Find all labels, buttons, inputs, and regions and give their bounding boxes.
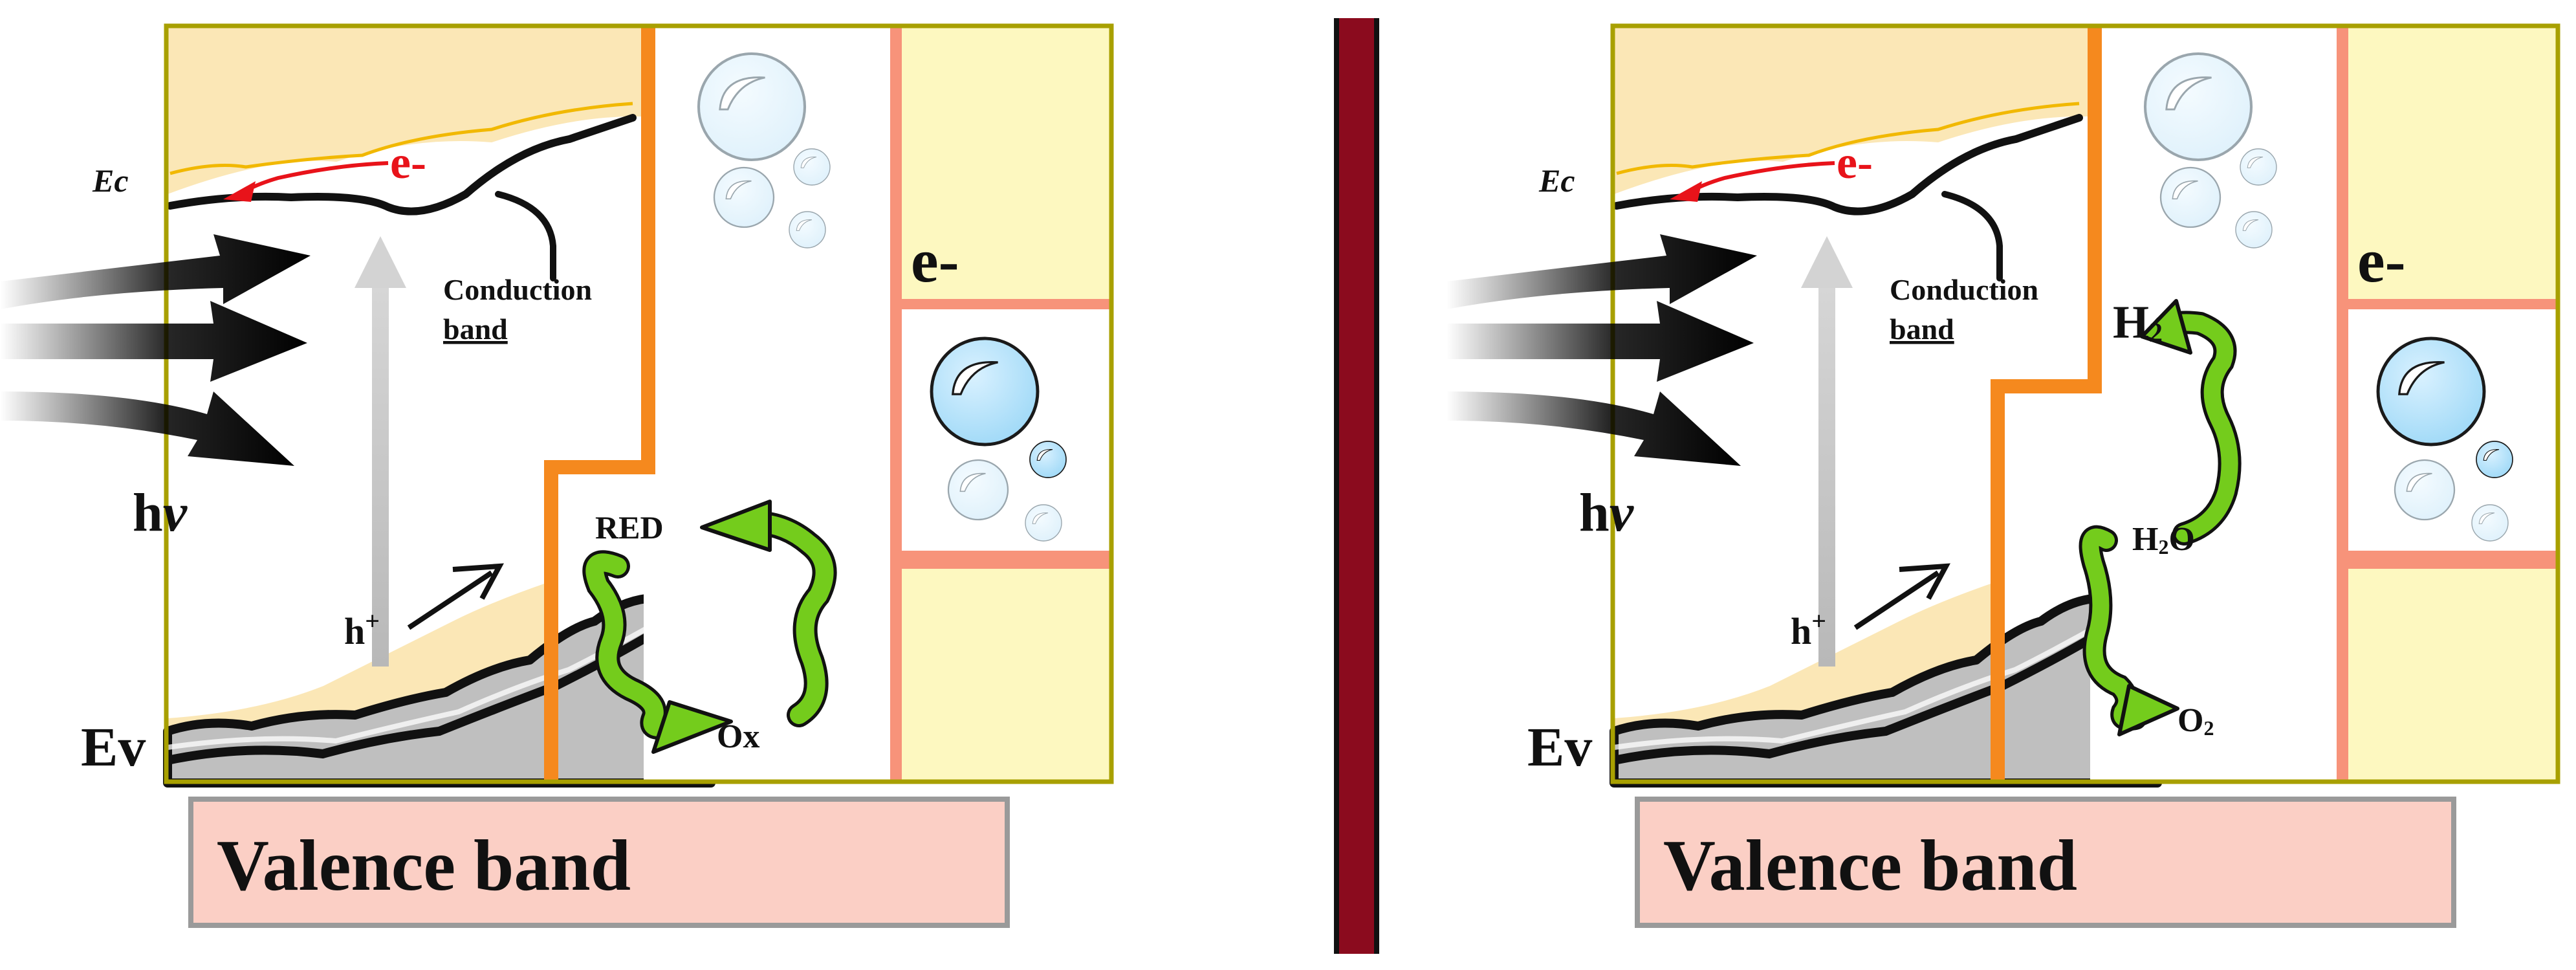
left-hole-arrow xyxy=(407,570,494,630)
left-electron-arrowhead xyxy=(223,181,256,202)
left-counter-bubble-icon xyxy=(1029,441,1067,478)
right-electron-arrowhead xyxy=(1670,181,1702,202)
right-valence-band-label: Valence band xyxy=(1663,826,2077,906)
right-o2-label: O2 xyxy=(2178,702,2214,740)
left-counter-bubble-icon xyxy=(1025,504,1062,542)
right-cb-yellow-line xyxy=(1616,102,2080,175)
right-counter-electron-label: e- xyxy=(2357,226,2406,295)
right-bubble-icon xyxy=(2145,54,2251,160)
left-hv-h: hν xyxy=(133,483,188,543)
left-band-label: band xyxy=(443,313,508,346)
right-valence-band-box xyxy=(1635,797,2456,928)
right-counter-bubble-icon xyxy=(2476,441,2513,478)
left-ox-label: Ox xyxy=(717,718,759,755)
left-red-label: RED xyxy=(595,509,664,546)
right-orange-interface xyxy=(1991,27,2102,780)
right-h2o-label: H2O xyxy=(2132,521,2195,558)
right-bubble-icon xyxy=(2235,211,2273,248)
left-conduction-callout xyxy=(495,191,556,281)
right-counter-bubble-icon xyxy=(2394,459,2456,521)
right-panel: Ec e- Conduction band hν h+ Ev e- H2 H2O… xyxy=(1446,23,2560,928)
left-frame-border xyxy=(164,23,1114,784)
right-h2-label: H2 xyxy=(2113,296,2163,348)
right-counter-bubble-icon xyxy=(2471,504,2509,542)
left-cb-yellow-line xyxy=(169,102,633,175)
left-electron-label: e- xyxy=(390,137,426,188)
left-conduction-label: Conduction xyxy=(443,273,592,306)
left-hole-arrowhead xyxy=(452,563,504,600)
left-cb-black-line xyxy=(166,114,637,215)
right-hole-label: h+ xyxy=(1791,606,1826,652)
right-conduction-callout xyxy=(1941,191,2003,281)
left-ec-label: Ec xyxy=(92,162,129,199)
right-ev-label: Ev xyxy=(1527,716,1592,778)
left-bubble-icon xyxy=(789,211,826,248)
right-bubble-icon xyxy=(2159,166,2221,228)
right-conduction-label: Conduction xyxy=(1890,273,2038,306)
left-ev-label: Ev xyxy=(81,716,146,778)
left-excitation-shaft xyxy=(372,285,389,667)
left-counter-bubble-icon xyxy=(932,338,1038,445)
right-hv-h: hν xyxy=(1579,483,1635,543)
right-band-label: band xyxy=(1890,313,1954,346)
right-excitation-shaft xyxy=(1818,285,1835,667)
right-hole-arrowhead xyxy=(1899,563,1950,600)
center-divider xyxy=(1334,18,1379,954)
right-cb-black-line xyxy=(1613,114,2083,215)
left-bubble-icon xyxy=(793,148,831,186)
right-counter-bubble-icon xyxy=(2378,338,2484,445)
left-valence-band-label: Valence band xyxy=(217,826,631,906)
left-counter-bubble-icon xyxy=(947,459,1009,521)
left-orange-interface xyxy=(544,27,655,780)
left-bubble-icon xyxy=(699,54,805,160)
right-ec-label: Ec xyxy=(1538,162,1575,199)
left-bubble-icon xyxy=(713,166,775,228)
left-panel: Ec e- Conduction band hν h+ Ev e- RED Ox… xyxy=(0,23,1114,928)
right-frame-border xyxy=(1610,23,2560,784)
left-counter-electron-label: e- xyxy=(911,226,959,295)
right-bubble-icon xyxy=(2240,148,2277,186)
right-hole-arrow xyxy=(1853,570,1940,630)
left-excitation-head xyxy=(355,236,406,288)
right-excitation-head xyxy=(1801,236,1853,288)
left-hole-label: h+ xyxy=(344,606,380,652)
left-valence-band-box xyxy=(188,797,1010,928)
right-electron-label: e- xyxy=(1837,137,1873,188)
